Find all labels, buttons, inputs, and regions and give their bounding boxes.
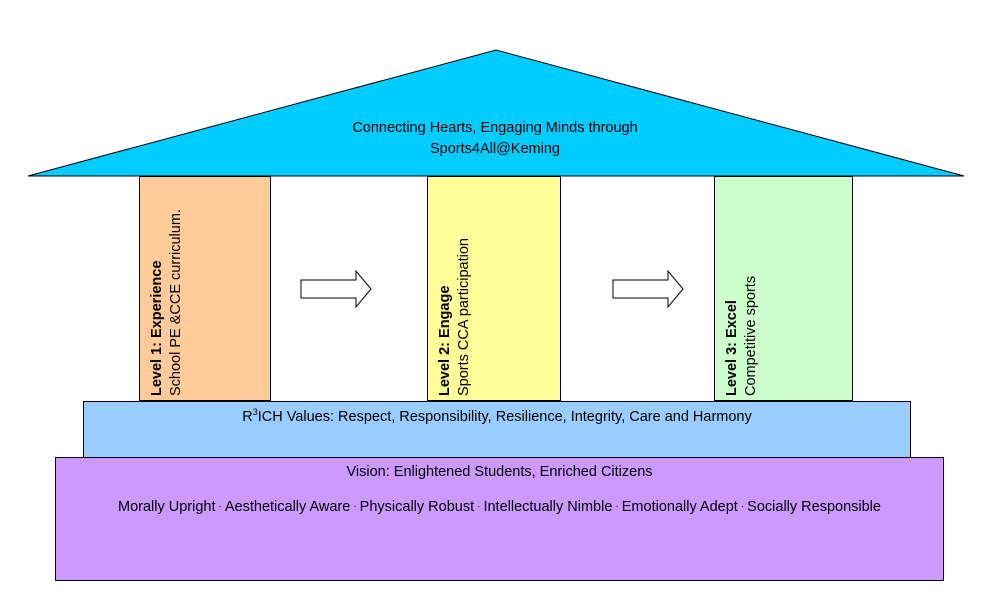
- values-prefix: R: [242, 409, 253, 425]
- vision-box: Vision: Enlightened Students, Enriched C…: [55, 457, 944, 581]
- arrow-right-icon: [300, 270, 372, 308]
- pillar-level-1-title: Level 1: Experience: [149, 260, 165, 396]
- pillar-level-1-desc: School PE &CCE curriculum.: [168, 209, 184, 396]
- vision-separator: ·: [218, 501, 222, 512]
- pillar-level-1-text: Level 1: Experience School PE &CCE curri…: [148, 209, 186, 396]
- vision-item: Intellectually Nimble: [483, 499, 613, 515]
- vision-separator: ·: [477, 501, 481, 512]
- roof-line-1: Connecting Hearts, Engaging Minds throug…: [352, 120, 638, 136]
- pillar-level-2-text: Level 2: Engage Sports CCA participation: [436, 238, 474, 396]
- vision-item: Emotionally Adept: [621, 499, 738, 515]
- roof-line-2: Sports4All@Keming: [430, 141, 560, 157]
- vision-item: Physically Robust: [359, 499, 475, 515]
- values-text: ICH Values: Respect, Responsibility, Res…: [257, 409, 752, 425]
- pillar-level-3: Level 3: Excel Competitive sports: [714, 176, 853, 401]
- vision-items: Morally Upright·Aesthetically Aware·Phys…: [56, 499, 943, 515]
- vision-title: Vision: Enlightened Students, Enriched C…: [346, 464, 653, 480]
- pillar-level-2-desc: Sports CCA participation: [456, 238, 472, 396]
- pillar-level-3-text: Level 3: Excel Competitive sports: [723, 276, 761, 396]
- roof-caption: Connecting Hearts, Engaging Minds throug…: [240, 118, 750, 160]
- pillar-level-1: Level 1: Experience School PE &CCE curri…: [139, 176, 271, 401]
- pillar-level-2: Level 2: Engage Sports CCA participation: [427, 176, 561, 401]
- vision-item: Socially Responsible: [747, 499, 881, 515]
- vision-item: Aesthetically Aware: [224, 499, 351, 515]
- vision-separator: ·: [740, 501, 745, 512]
- vision-separator: ·: [615, 501, 619, 512]
- pillar-level-2-title: Level 2: Engage: [437, 285, 453, 396]
- arrow-right-icon: [612, 270, 684, 308]
- pillar-level-3-desc: Competitive sports: [743, 275, 759, 396]
- values-bar: R3ICH Values: Respect, Responsibility, R…: [83, 401, 911, 458]
- pillar-level-3-title: Level 3: Excel: [724, 300, 740, 396]
- vision-item: Morally Upright: [118, 499, 216, 515]
- values-superscript: 3: [252, 407, 258, 417]
- vision-separator: ·: [353, 501, 357, 512]
